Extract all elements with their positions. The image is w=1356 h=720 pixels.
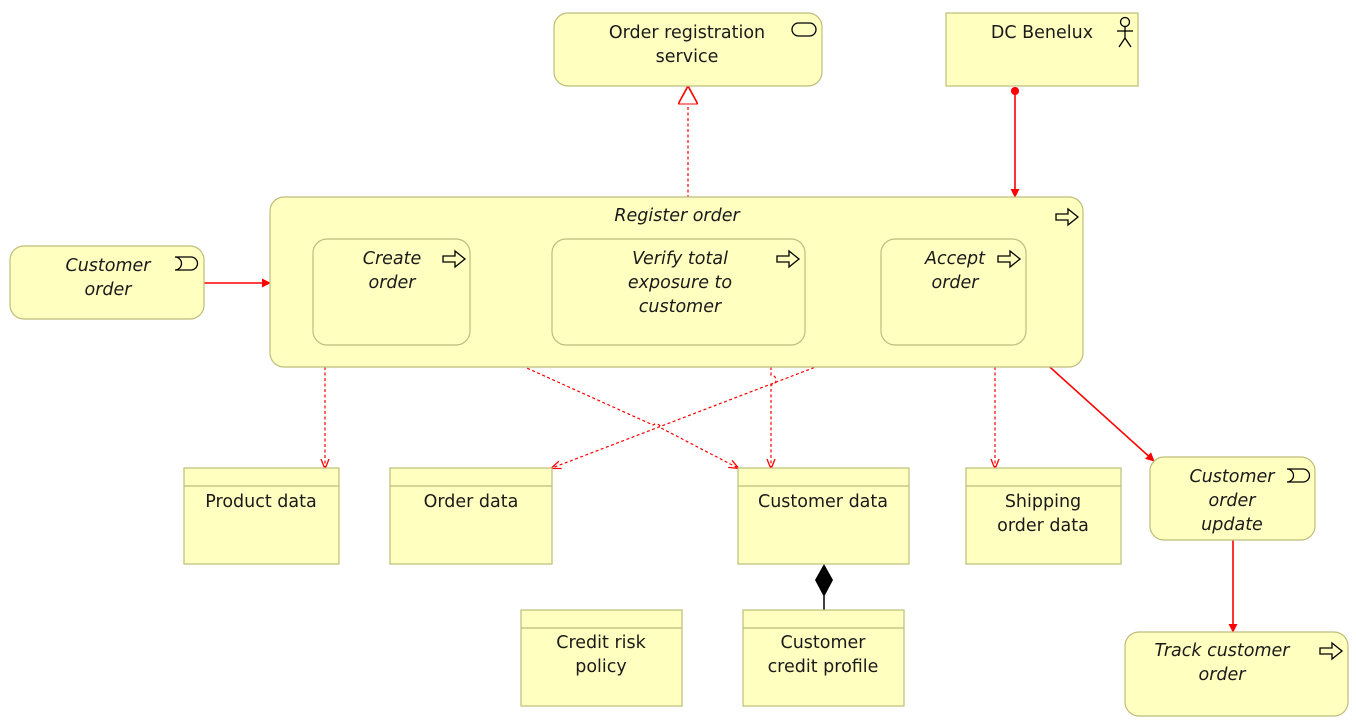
register-order-label: Register order	[614, 206, 741, 226]
service-label-line1: Order registration	[609, 23, 765, 43]
order-data-label: Order data	[424, 492, 519, 512]
process-icon	[776, 249, 801, 269]
process-icon	[997, 249, 1022, 269]
event-icon	[1286, 468, 1311, 483]
customer-order-label-line1: Customer	[65, 256, 152, 276]
track-customer-order-process[interactable]: Track customer order	[1124, 631, 1349, 717]
credit-risk-policy-object[interactable]: Credit risk policy	[520, 609, 683, 707]
accept-order-label-line2: order	[932, 273, 981, 293]
accept-order-label-line1: Accept	[924, 249, 986, 269]
order-registration-service[interactable]: Order registration service	[553, 12, 823, 87]
create-order-label-line1: Create	[363, 249, 422, 269]
customer-data-label: Customer data	[758, 492, 888, 512]
customer-credit-profile-object[interactable]: Customer credit profile	[742, 609, 905, 707]
dc-benelux-label: DC Benelux	[991, 23, 1093, 43]
customer-order-update-event[interactable]: Customer order update	[1149, 456, 1316, 541]
actor-icon	[1117, 16, 1133, 48]
customer-order-event[interactable]: Customer order	[9, 245, 205, 320]
process-icon	[1055, 207, 1080, 227]
credit-profile-label-line2: credit profile	[768, 657, 879, 677]
service-icon	[791, 22, 817, 37]
credit-risk-label-line2: policy	[575, 657, 627, 677]
order-data-object[interactable]: Order data	[389, 467, 553, 565]
customer-order-label-line2: order	[85, 280, 134, 300]
process-icon	[442, 249, 467, 269]
order-update-label-line2: order	[1209, 491, 1258, 511]
verify-label-line2: exposure to	[628, 273, 732, 293]
access-accept-to-order-data[interactable]	[552, 339, 887, 468]
service-label-line2: service	[656, 47, 719, 67]
product-data-object[interactable]: Product data	[183, 467, 340, 565]
shipping-data-label-line2: order data	[997, 516, 1089, 536]
track-order-label-line2: order	[1199, 665, 1248, 685]
shipping-data-label-line1: Shipping	[1005, 492, 1081, 512]
access-verify-to-customer-data[interactable]	[771, 345, 777, 468]
shipping-order-data-object[interactable]: Shipping order data	[965, 467, 1122, 565]
composition-diamond	[815, 564, 833, 597]
track-order-label-line1: Track customer	[1155, 641, 1292, 661]
access-create-to-customer-data[interactable]	[466, 340, 738, 468]
credit-risk-label-line1: Credit risk	[556, 633, 646, 653]
verify-exposure-process[interactable]: Verify total exposure to customer	[551, 238, 806, 346]
product-data-label: Product data	[205, 492, 316, 512]
create-order-process[interactable]: Create order	[312, 238, 471, 346]
verify-label-line3: customer	[639, 297, 723, 317]
order-update-label-line3: update	[1201, 515, 1263, 535]
create-order-label-line2: order	[369, 273, 418, 293]
verify-label-line1: Verify total	[632, 249, 728, 269]
dc-benelux-actor[interactable]: DC Benelux	[945, 12, 1139, 87]
accept-order-process[interactable]: Accept order	[880, 238, 1027, 346]
event-icon	[174, 256, 199, 271]
process-icon	[1319, 641, 1344, 661]
customer-data-object[interactable]: Customer data	[737, 467, 910, 565]
order-update-label-line1: Customer	[1189, 467, 1276, 487]
credit-profile-label-line1: Customer	[780, 633, 866, 653]
